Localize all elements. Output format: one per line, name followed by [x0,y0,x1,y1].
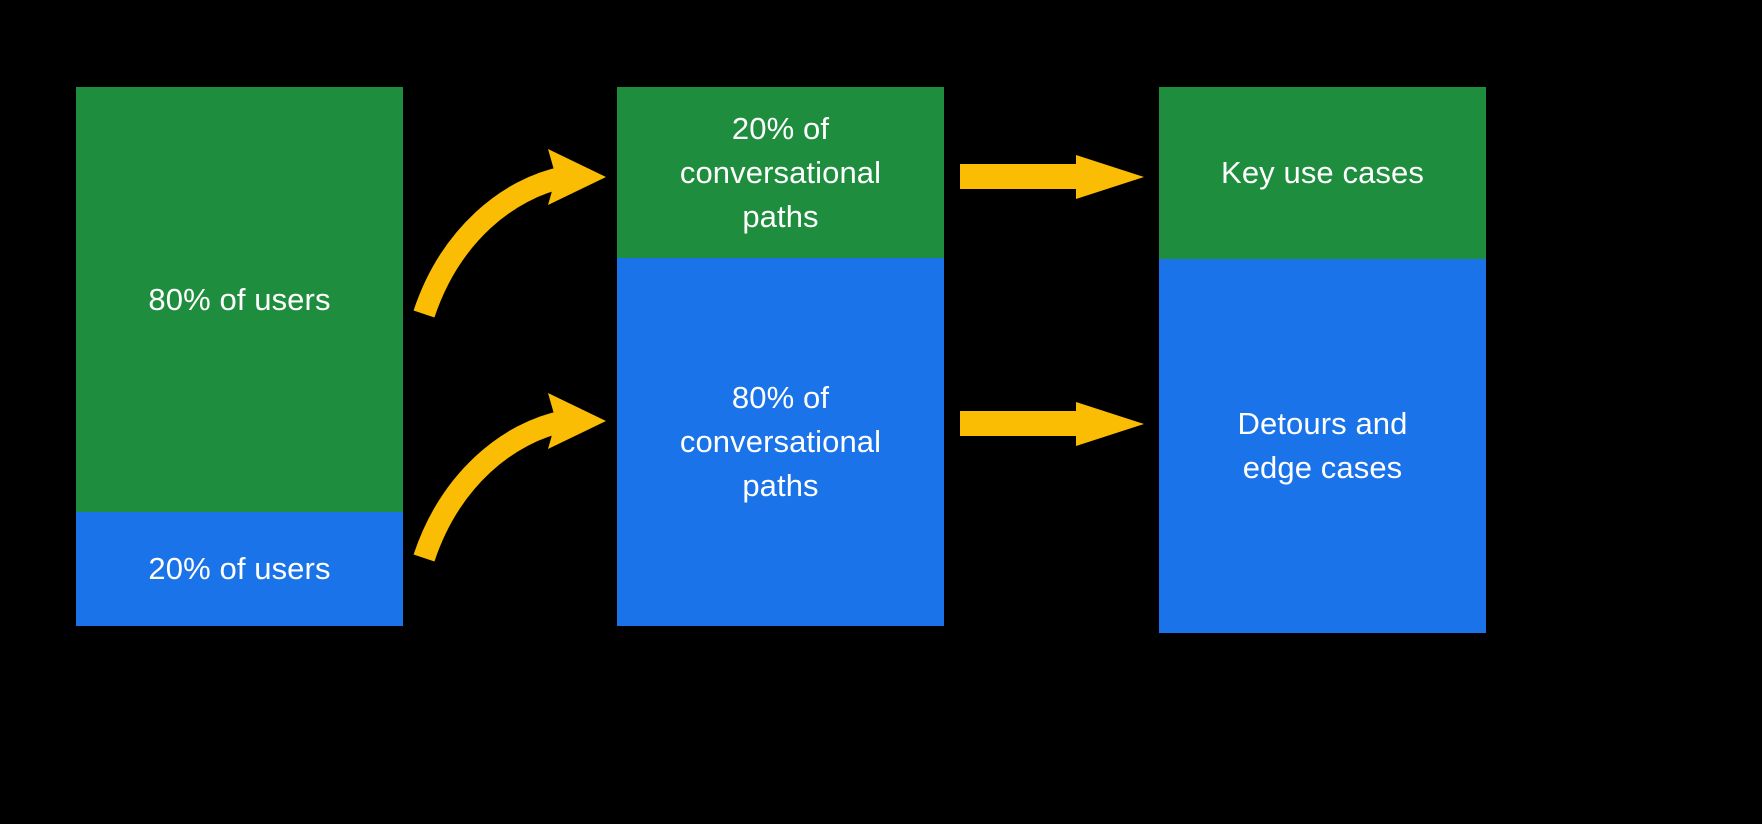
column-conversational-paths: 20% of conversational paths 80% of conve… [617,87,944,626]
arrow-users-to-paths-bottom-icon [413,393,606,562]
segment-users-majority: 80% of users [76,87,403,512]
segment-paths-majority: 80% of conversational paths [617,258,944,626]
segment-detours-edge-cases: Detours and edge cases [1159,259,1486,633]
arrow-paths-to-cases-top-icon [960,155,1144,199]
segment-label: 80% of users [148,281,331,317]
segment-label: Detours and edge cases [1237,406,1408,485]
segment-label: 20% of users [148,551,331,586]
arrow-paths-to-cases-bottom-icon [960,402,1144,446]
segment-users-minority: 20% of users [76,512,403,626]
column-use-cases: Key use cases Detours and edge cases [1159,87,1486,633]
segment-label: 80% of conversational paths [679,380,882,503]
segment-label: Key use cases [1221,155,1424,190]
segment-key-use-cases: Key use cases [1159,87,1486,259]
arrow-users-to-paths-top-icon [413,149,606,318]
segment-label: 20% of conversational paths [679,110,882,234]
column-users: 80% of users 20% of users [76,87,403,626]
segment-paths-minority: 20% of conversational paths [617,87,944,258]
